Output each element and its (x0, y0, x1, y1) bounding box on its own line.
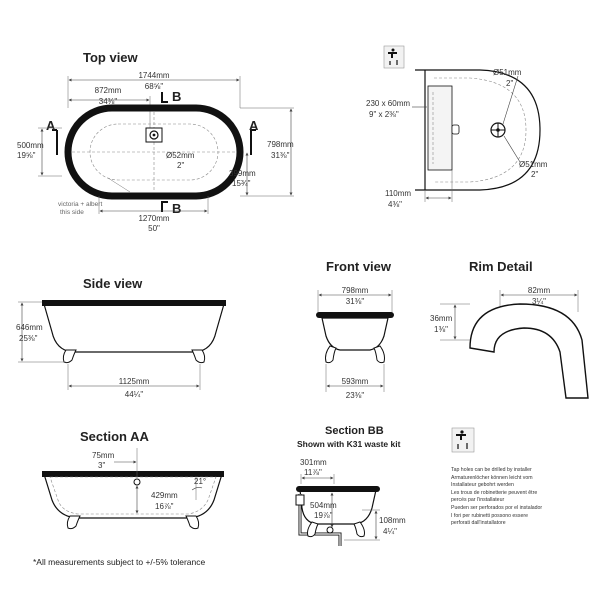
outer-mm: 798mm (267, 140, 294, 149)
half-length-in: 34⅜" (99, 97, 118, 106)
rim-width-in: 3¼" (532, 297, 546, 306)
width-mm: 500mm (17, 141, 44, 150)
offset-mm: 110mm (385, 189, 411, 198)
tap-note-1: Armaturenlöcher können leicht vom (451, 475, 533, 481)
section-bb-title: Section BB (325, 425, 384, 437)
section-b-marker-bottom (161, 201, 168, 212)
cutout-mm: 230 x 60mm (366, 99, 410, 108)
aa-rim-in: 3" (98, 461, 105, 470)
front-top-in: 31⅜" (346, 297, 365, 306)
side-height-mm: 646mm (16, 323, 43, 332)
tap-note-3: Les trous de robinetterie peuvent être (451, 490, 537, 496)
side-height-in: 25⅜" (19, 334, 38, 343)
front-top-mm: 798mm (342, 286, 369, 295)
tub-rim-outline (64, 104, 244, 200)
tap-cutout-rect (427, 85, 453, 171)
tap-notes: Tap holes can be drilled by installer Ar… (451, 427, 542, 526)
hole1-in: 2" (506, 79, 513, 88)
section-a-marker-right (250, 129, 256, 155)
tub-end-outline (415, 69, 541, 191)
front-tub-rim (316, 312, 394, 318)
front-tub-body (321, 317, 389, 351)
inner-mm: 399mm (229, 169, 256, 178)
front-foot-right (373, 345, 385, 364)
tap-note-5: Pueden ser perforados por el instalador (451, 505, 542, 511)
rim-detail-title: Rim Detail (469, 259, 533, 274)
offset-in: 4⅜" (388, 200, 402, 209)
tap-hole-detail: Ø51mm 2" Ø51mm 2" 230 x 60mm 9" x 2⅜" 11… (366, 45, 548, 209)
aa-foot-right (185, 515, 200, 530)
rim-height-in: 1⅜" (434, 325, 448, 334)
waste-in: 2" (177, 161, 184, 170)
section-b-label-top: B (172, 89, 181, 104)
front-feet-in: 23⅜" (346, 391, 365, 400)
side-view-title: Side view (83, 276, 143, 291)
front-foot-left (325, 345, 337, 364)
top-view: Top view 1744mm 68⅝" 872mm 34⅜" B B A A … (17, 50, 294, 233)
section-b-marker-top (161, 92, 168, 103)
section-bb-subtitle: Shown with K31 waste kit (297, 439, 401, 449)
front-view-title: Front view (326, 259, 392, 274)
cutout-in: 9" x 2⅜" (369, 110, 399, 119)
bb-offset-in: 11⅞" (304, 468, 322, 477)
length-in: 68⅝" (145, 82, 164, 91)
rim-width-mm: 82mm (528, 286, 551, 295)
tolerance-note: *All measurements subject to +/-5% toler… (33, 557, 205, 567)
side-view: Side view 646mm 25⅜" 1125mm 44¼" (16, 276, 226, 399)
rim-detail: Rim Detail 82mm 3¼" 36mm 1⅜" (430, 259, 589, 399)
side-feet-in: 44¼" (125, 390, 144, 399)
top-view-title: Top view (83, 50, 139, 65)
tap-note-0: Tap holes can be drilled by installer (451, 467, 532, 473)
front-feet-mm: 593mm (342, 377, 369, 386)
hole1-mm: Ø51mm (493, 68, 522, 77)
bb-depth-mm: 504mm (310, 501, 337, 510)
side-tub-body (43, 303, 225, 353)
inner-in: 15¾" (232, 179, 251, 188)
length-mm: 1744mm (138, 71, 169, 80)
section-aa: Section AA 75mm 3" 429mm 16⅞" 21° (42, 429, 224, 530)
brand-logo-sub: this side (60, 209, 84, 216)
side-foot-left (62, 349, 77, 364)
hole2-in: 2" (531, 170, 538, 179)
bb-clear-mm: 108mm (379, 516, 406, 525)
tap-note-2: Installateur gebohrt werden (451, 482, 514, 488)
aa-angle: 21° (194, 477, 206, 486)
section-a-label-right: A (249, 118, 259, 133)
tap-notes-icon (451, 427, 475, 453)
aa-depth-mm: 429mm (151, 491, 178, 500)
tap-icon (383, 45, 405, 69)
bb-offset-mm: 301mm (300, 458, 327, 467)
aa-depth-in: 16⅞" (155, 502, 174, 511)
rim-height-mm: 36mm (430, 314, 453, 323)
section-a-marker-left (52, 129, 58, 155)
section-b-label-bottom: B (172, 201, 181, 216)
side-tub-rim (42, 300, 226, 306)
brand-logo: victoria + albert (58, 201, 102, 208)
waste-mm: Ø52mm (166, 151, 195, 160)
bb-clear-in: 4¼" (383, 527, 397, 536)
base-in: 50" (148, 224, 160, 233)
half-length-mm: 872mm (95, 86, 122, 95)
base-mm: 1270mm (138, 214, 169, 223)
section-bb: Section BB Shown with K31 waste kit 301m… (295, 425, 406, 546)
aa-foot-left (66, 515, 81, 530)
bb-depth-in: 19⅞" (314, 511, 333, 520)
tap-note-6: I fori per rubinetti possono essere (451, 513, 528, 519)
outer-in: 31⅜" (271, 151, 290, 160)
rim-profile-shape (469, 303, 589, 399)
section-a-label-left: A (46, 118, 56, 133)
tap-note-7: perforati dall'installatore (451, 520, 506, 526)
side-feet-mm: 1125mm (119, 377, 150, 386)
hole2-mm: Ø51mm (519, 160, 548, 169)
aa-rim-mm: 75mm (92, 451, 115, 460)
width-in: 19⅝" (17, 151, 36, 160)
side-foot-right (191, 349, 206, 364)
tap-note-4: percés par l'installateur (451, 497, 504, 503)
section-aa-title: Section AA (80, 429, 149, 444)
front-view: Front view 798mm 31⅜" 593mm 23⅜" (316, 259, 394, 400)
